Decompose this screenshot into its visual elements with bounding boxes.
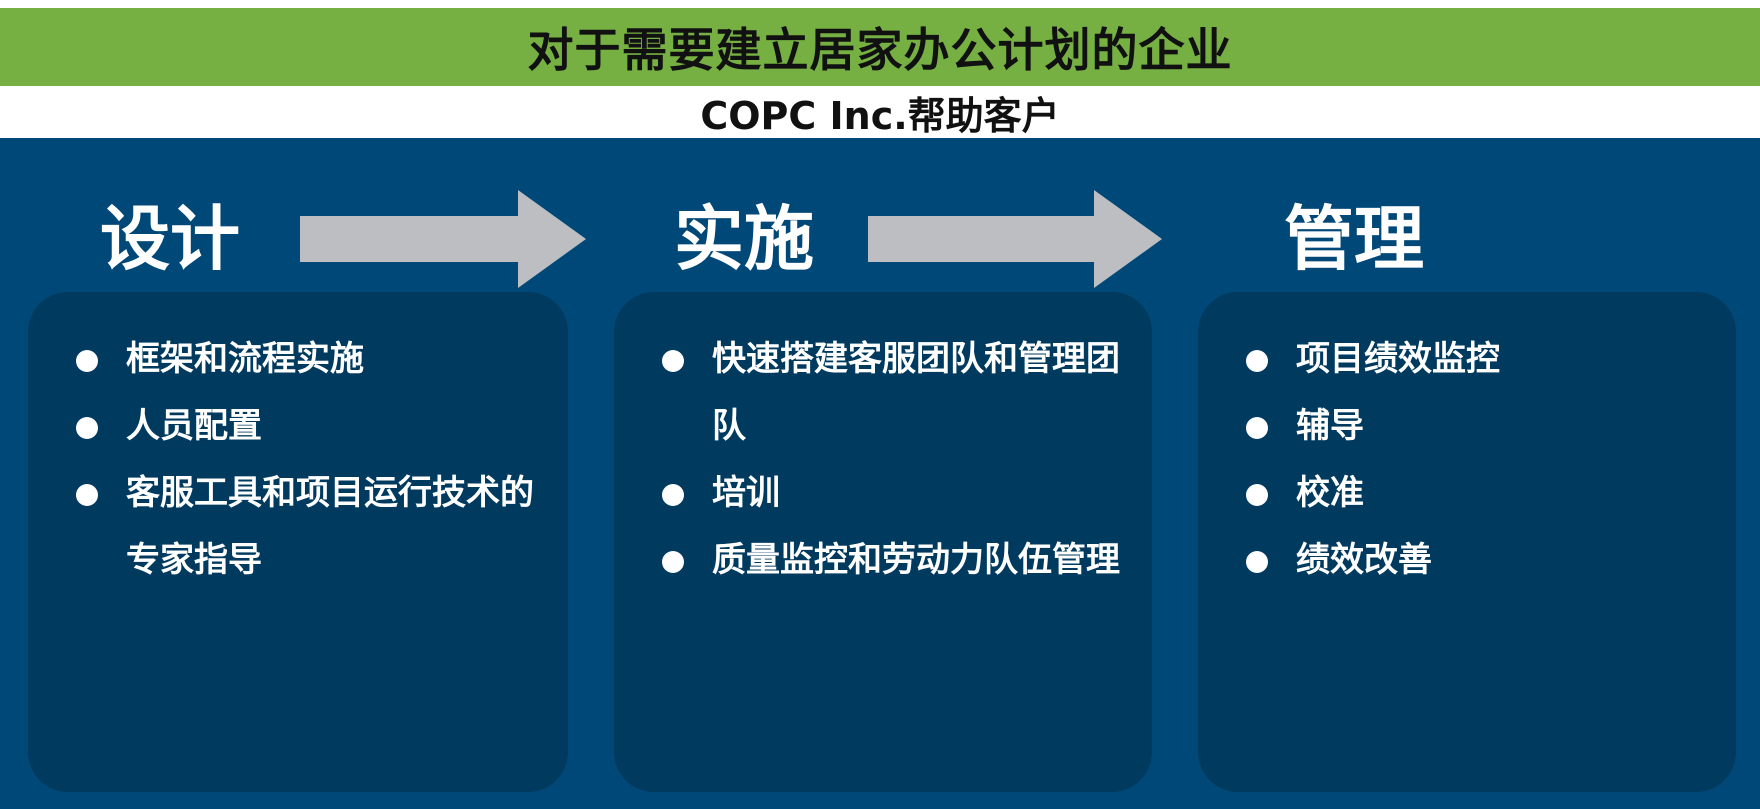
panel-manage: 项目绩效监控 辅导 校准 绩效改善 bbox=[1198, 292, 1736, 792]
list-item: 框架和流程实施 bbox=[72, 326, 538, 393]
list-item: 人员配置 bbox=[72, 393, 538, 460]
bullet-icon bbox=[76, 350, 98, 372]
list-item-text: 客服工具和项目运行技术的专家指导 bbox=[126, 473, 534, 580]
list-item-text: 培训 bbox=[712, 473, 780, 513]
page-subtitle: COPC Inc.帮助客户 bbox=[700, 93, 1060, 138]
list-item: 培训 bbox=[658, 460, 1122, 527]
manage-items: 项目绩效监控 辅导 校准 绩效改善 bbox=[1242, 326, 1706, 594]
bullet-icon bbox=[76, 484, 98, 506]
panel-implement: 快速搭建客服团队和管理团队 培训 质量监控和劳动力队伍管理 bbox=[614, 292, 1152, 792]
list-item: 快速搭建客服团队和管理团队 bbox=[658, 326, 1122, 460]
bullet-icon bbox=[1246, 350, 1268, 372]
bullet-icon bbox=[662, 551, 684, 573]
list-item-text: 绩效改善 bbox=[1296, 540, 1432, 580]
title-bar: 对于需要建立居家办公计划的企业 bbox=[0, 8, 1760, 86]
panel-design: 框架和流程实施 人员配置 客服工具和项目运行技术的专家指导 bbox=[28, 292, 568, 792]
list-item-text: 校准 bbox=[1296, 473, 1364, 513]
arrow-right-icon bbox=[868, 190, 1162, 288]
list-item: 校准 bbox=[1242, 460, 1706, 527]
list-item: 辅导 bbox=[1242, 393, 1706, 460]
subtitle-bar: COPC Inc.帮助客户 bbox=[0, 86, 1760, 138]
list-item-text: 快速搭建客服团队和管理团队 bbox=[712, 339, 1120, 446]
bullet-icon bbox=[662, 484, 684, 506]
process-diagram: 设计 实施 管理 框架和流程实施 人员配置 客服工具 bbox=[0, 138, 1760, 809]
bullet-icon bbox=[1246, 417, 1268, 439]
stage-title-design: 设计 bbox=[100, 198, 240, 280]
implement-items: 快速搭建客服团队和管理团队 培训 质量监控和劳动力队伍管理 bbox=[658, 326, 1122, 594]
page-title: 对于需要建立居家办公计划的企业 bbox=[527, 23, 1233, 77]
list-item-text: 项目绩效监控 bbox=[1296, 339, 1500, 379]
list-item-text: 人员配置 bbox=[126, 406, 262, 446]
bullet-icon bbox=[1246, 484, 1268, 506]
bullet-icon bbox=[1246, 551, 1268, 573]
design-items: 框架和流程实施 人员配置 客服工具和项目运行技术的专家指导 bbox=[72, 326, 538, 594]
bullet-icon bbox=[662, 350, 684, 372]
list-item: 质量监控和劳动力队伍管理 bbox=[658, 527, 1122, 594]
bullet-icon bbox=[76, 417, 98, 439]
list-item-text: 框架和流程实施 bbox=[126, 339, 364, 379]
list-item: 项目绩效监控 bbox=[1242, 326, 1706, 393]
list-item: 绩效改善 bbox=[1242, 527, 1706, 594]
list-item: 客服工具和项目运行技术的专家指导 bbox=[72, 460, 538, 594]
stage-title-implement: 实施 bbox=[674, 198, 814, 280]
list-item-text: 质量监控和劳动力队伍管理 bbox=[712, 540, 1120, 580]
list-item-text: 辅导 bbox=[1296, 406, 1364, 446]
stage-title-manage: 管理 bbox=[1284, 198, 1424, 280]
arrow-right-icon bbox=[300, 190, 586, 288]
